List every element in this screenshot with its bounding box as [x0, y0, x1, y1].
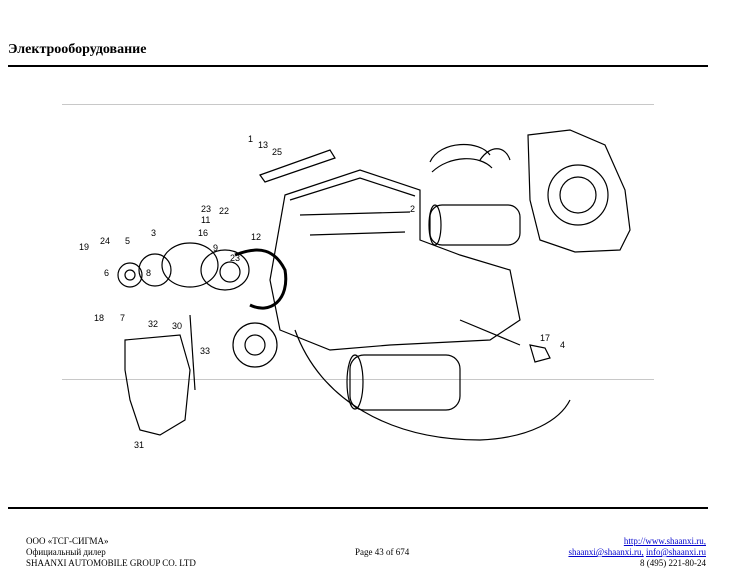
- callout-13: 13: [258, 140, 268, 150]
- oil-pressure-sensor: [529, 344, 551, 363]
- drive-belt: [234, 248, 288, 310]
- callout-1: 1: [248, 134, 253, 144]
- alternator: [161, 242, 219, 288]
- header-divider: [8, 65, 708, 67]
- flywheel-housing: [527, 129, 631, 253]
- callout-9: 9: [213, 243, 218, 253]
- footer-contacts: http://www.shaanxi.ru, shaanxi@shaanxi.r…: [568, 536, 706, 569]
- callout-16: 16: [198, 228, 208, 238]
- callout-32: 32: [148, 319, 158, 329]
- footer-company-name: ООО «ТСГ-СИГМА»: [26, 536, 109, 546]
- starter-motor: [429, 204, 521, 246]
- callout-25: 25: [272, 147, 282, 157]
- callout-11: 11: [201, 215, 210, 225]
- callout-5: 5: [125, 236, 130, 246]
- pulley: [117, 262, 143, 288]
- callout-12: 12: [251, 232, 261, 242]
- page-title: Электрооборудование: [8, 42, 147, 57]
- website-link[interactable]: http://www.shaanxi.ru,: [623, 536, 706, 546]
- callout-19: 19: [79, 242, 89, 252]
- callout-24: 24: [100, 236, 110, 246]
- engine-block: [269, 169, 521, 351]
- phone-number: 8 (495) 221-80-24: [640, 558, 706, 568]
- callout-8: 8: [146, 268, 151, 278]
- callout-2: 2: [410, 204, 415, 214]
- callout-30: 30: [172, 321, 182, 331]
- footer-group: SHAANXI AUTOMOBILE GROUP CO. LTD: [26, 558, 196, 568]
- callout-4: 4: [560, 340, 565, 350]
- alternator-bracket: [124, 334, 191, 436]
- engine-electrical-diagram: 1 13 25 2 23 22 11 16 12 9 23 24 5 3 19 …: [79, 129, 631, 450]
- intake-pipe: [259, 149, 336, 183]
- callout-31: 31: [134, 440, 144, 450]
- callout-6: 6: [104, 268, 109, 278]
- starter-cables: [429, 144, 511, 173]
- callout-33: 33: [200, 346, 210, 356]
- callout-23b: 23: [230, 253, 240, 263]
- email-link-info[interactable]: info@shaanxi.ru: [645, 547, 706, 557]
- page-number: Page 43 of 674: [355, 547, 410, 557]
- callout-18: 18: [94, 313, 104, 323]
- callout-3: 3: [151, 228, 156, 238]
- diagram-top-rule: [62, 104, 654, 105]
- callout-7: 7: [120, 313, 125, 323]
- diagram-mid-rule: [62, 379, 654, 380]
- footer-divider: [8, 507, 708, 509]
- footer-company: ООО «ТСГ-СИГМА» Официальный дилер SHAANX…: [26, 536, 196, 569]
- lower-starter: [349, 354, 461, 411]
- email-link-shaanxi[interactable]: shaanxi@shaanxi.ru,: [568, 547, 644, 557]
- callout-17: 17: [540, 333, 550, 343]
- callout-23: 23: [201, 204, 211, 214]
- callout-22: 22: [219, 206, 229, 216]
- flywheel-bore: [547, 164, 609, 226]
- footer-dealer: Официальный дилер: [26, 547, 106, 557]
